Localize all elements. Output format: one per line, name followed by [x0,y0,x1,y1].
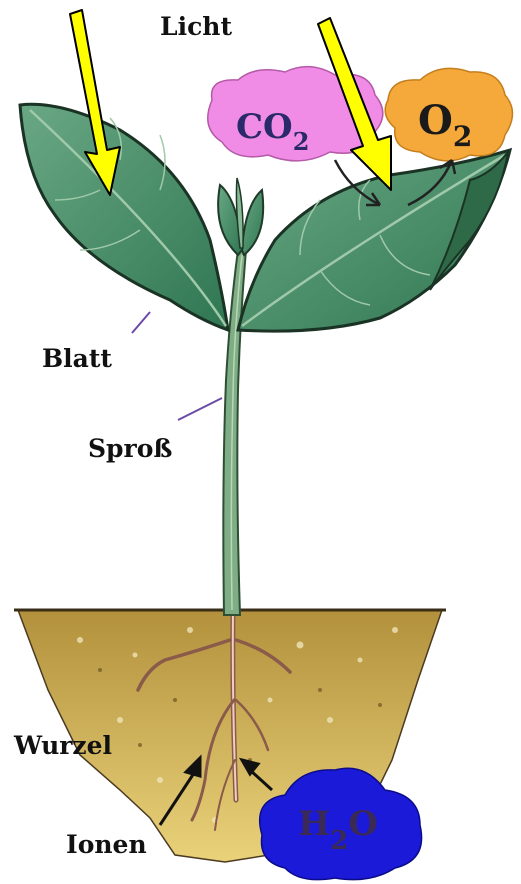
left-leaf [20,104,228,330]
label-root: Wurzel [14,733,112,758]
stem [223,250,246,615]
right-leaf [238,150,510,331]
label-ions: Ionen [66,832,147,857]
label-shoot: Sproß [88,436,172,461]
label-leaf: Blatt [42,346,112,371]
pointer-lines [132,312,222,420]
label-light: Licht [160,14,232,39]
bud [218,178,263,255]
